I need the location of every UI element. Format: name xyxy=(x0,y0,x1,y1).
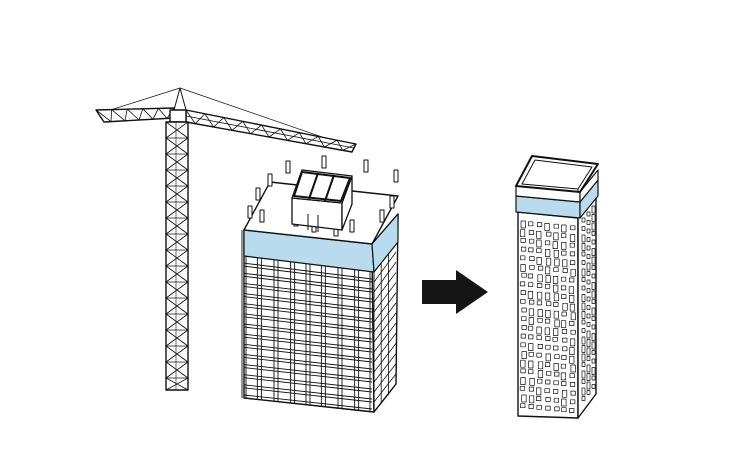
crane-icon xyxy=(95,87,357,391)
arrow-right-icon xyxy=(422,270,488,314)
building-under-construction-icon xyxy=(241,155,399,413)
completed-tower-icon xyxy=(515,155,599,419)
